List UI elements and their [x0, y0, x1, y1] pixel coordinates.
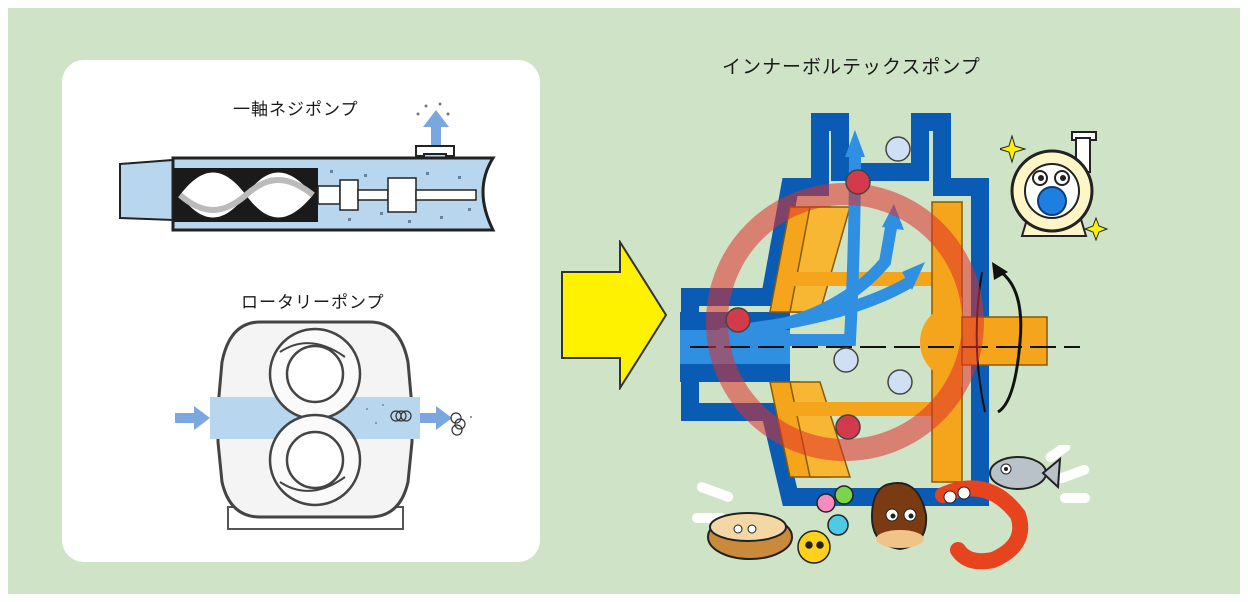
screw-pump-label: 一軸ネジポンプ [233, 100, 359, 120]
chestnut-icon [870, 482, 928, 551]
transition-arrow-icon [561, 240, 668, 390]
food-items-group [692, 445, 1090, 570]
inner-vortex-pump-diagram [680, 113, 1080, 506]
inner-vortex-pump-label: インナーボルテックスポンプ [722, 56, 981, 78]
shellfish-icon [707, 512, 793, 560]
shrimp-icon [935, 480, 1029, 570]
rotary-pump-diagram [175, 320, 472, 530]
rotary-pump-label: ロータリーポンプ [241, 293, 385, 313]
pump-mascot-icon [1000, 131, 1109, 242]
fish-icon [989, 456, 1062, 490]
screw-pump-diagram [119, 102, 496, 232]
